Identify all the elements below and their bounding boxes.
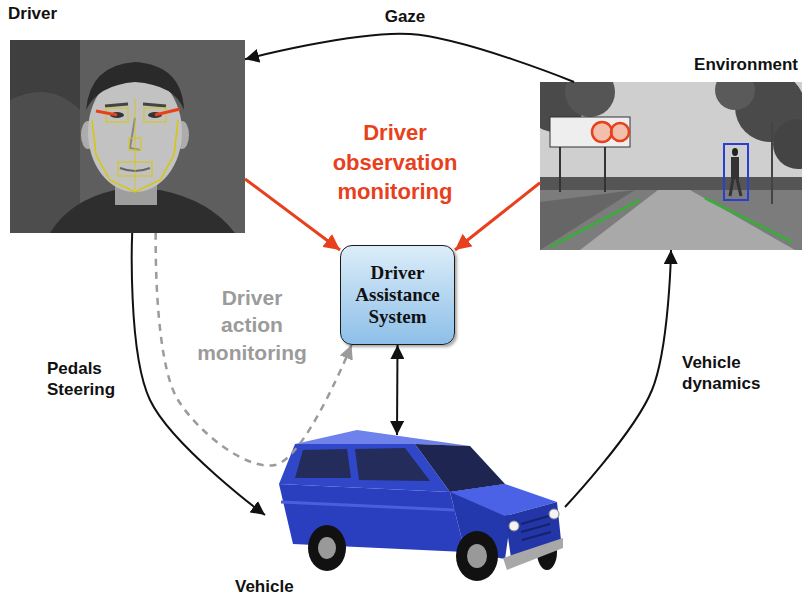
- connector-label: Vehicle dynamics: [680, 352, 762, 395]
- vehicle-drawing-part: [318, 537, 336, 559]
- road-scene-photo-part: [604, 147, 606, 192]
- driver-photo: [10, 40, 245, 233]
- road-scene-photo-part: [705, 198, 792, 242]
- vehicle-drawing-part: [279, 484, 465, 552]
- road-scene-photo-part: [559, 147, 561, 192]
- assistance-system-box: Driver Assistance System: [340, 245, 455, 345]
- driver-photo-part: [155, 109, 180, 115]
- vehicle-drawing-part: [521, 524, 550, 532]
- road-scene-photo-part: [550, 117, 630, 147]
- vehicle-heading: Vehicle: [235, 577, 294, 597]
- observation-label: Driver observation monitoring: [333, 118, 458, 207]
- driver-photo-part: [135, 98, 136, 190]
- road-scene-photo-part: [550, 200, 640, 247]
- vehicle-drawing-part: [415, 444, 505, 492]
- vehicle-drawing: [279, 430, 563, 581]
- action-monitoring-arrow: [156, 233, 352, 466]
- road-scene-photo-part: [592, 122, 612, 142]
- connector-label: Pedals Steering: [45, 358, 117, 401]
- vehicle-drawing-part: [509, 521, 519, 531]
- road-scene-photo-part: [732, 148, 738, 156]
- vehicle-box: Vehicle: [265, 435, 565, 595]
- driver-photo-part: [96, 111, 117, 115]
- road-scene-photo-part: [771, 122, 773, 204]
- vehicle-drawing-part: [456, 531, 498, 581]
- road-scene-photo-part: [730, 179, 733, 196]
- connector-label: Driver action monitoring: [197, 284, 307, 366]
- observation-arrow: [245, 179, 340, 250]
- road-scene-photo-part: [611, 123, 629, 141]
- vehicle-drawing-part: [355, 448, 430, 481]
- road-scene-photo-part: [773, 119, 802, 169]
- vehicle-drawing-part: [281, 502, 455, 510]
- vehicle-drawing-part: [522, 532, 551, 540]
- road-scene-photo-part: [540, 190, 802, 250]
- vehicle-drawing-part: [549, 509, 559, 519]
- system-name: Driver Assistance System: [355, 262, 439, 328]
- vehicle-drawing-part: [295, 430, 470, 446]
- connector-label: Gaze: [383, 6, 428, 27]
- driver-photo-part: [10, 40, 245, 233]
- driver-photo-part: [143, 104, 166, 106]
- control-arrow: [132, 233, 265, 515]
- vehicle-drawing-part: [295, 449, 351, 478]
- road-scene-photo: [540, 82, 802, 250]
- vehicle-drawing-part: [521, 516, 549, 524]
- environment-heading: Environment: [694, 55, 798, 75]
- road-scene-photo-part: [565, 82, 615, 117]
- vehicle-drawing-part: [308, 525, 346, 571]
- observation-arrow: [455, 183, 540, 250]
- driver-photo-part: [105, 104, 128, 106]
- gaze-arrow: [245, 34, 574, 82]
- road-scene-photo-part: [580, 190, 795, 250]
- road-scene-photo-part: [540, 177, 802, 192]
- driver-box: Driver: [10, 40, 245, 233]
- road-scene-photo-part: [724, 144, 748, 200]
- vehicle-drawing-part: [467, 544, 487, 568]
- road-scene-photo-part: [731, 157, 739, 179]
- driver-photo-part: [10, 40, 80, 233]
- road-scene-photo-part: [737, 179, 741, 196]
- vehicle-drawing-part: [503, 538, 563, 570]
- driver-heading: Driver: [8, 4, 57, 24]
- environment-box: Environment: [540, 82, 802, 250]
- dynamics-arrow: [565, 250, 671, 507]
- road-scene-photo-part: [715, 82, 755, 110]
- link-arrow: [396, 345, 399, 435]
